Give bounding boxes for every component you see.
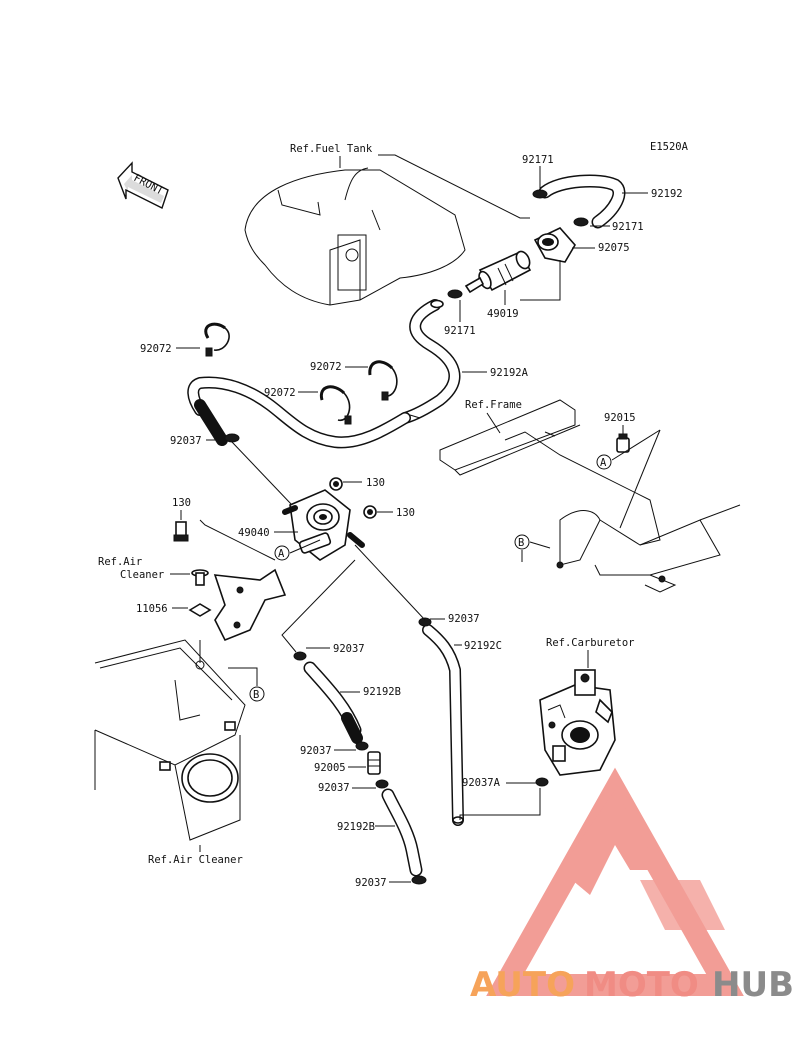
hose-92192A	[399, 299, 461, 424]
clamp-92072-a	[204, 322, 230, 357]
part-92075: 92075	[598, 242, 630, 254]
nut-11056	[188, 603, 212, 617]
ref-air-cleaner-1: Ref.Air	[98, 556, 142, 568]
part-130-c: 130	[172, 497, 191, 509]
clamp-92037-d	[355, 741, 369, 751]
clamp-92072-b	[368, 360, 398, 401]
part-92037-b: 92037	[448, 613, 480, 625]
part-130-a: 130	[366, 477, 385, 489]
ref-carburetor: Ref.Carburetor	[546, 637, 635, 649]
clamp-92171-low	[447, 289, 463, 299]
front-arrow-icon	[117, 161, 169, 209]
marker-a-bracket: A	[278, 548, 285, 560]
clamp-92037A	[535, 777, 549, 787]
part-49040: 49040	[238, 527, 270, 539]
clamp-92072-c	[319, 385, 352, 425]
fuel-cock-49040	[282, 489, 365, 561]
watermark-text-hub: HUB	[712, 965, 794, 1005]
part-92037-e: 92037	[318, 782, 350, 794]
marker-b-air-cleaner: B	[253, 689, 259, 701]
marker-a-frame: A	[600, 457, 607, 469]
clamp-92037-c	[293, 651, 307, 661]
watermark-logo	[486, 767, 744, 996]
part-92037-c: 92037	[333, 643, 365, 655]
fuel-filter-49019	[464, 250, 532, 294]
part-92171-top: 92171	[522, 154, 554, 166]
part-92015: 92015	[604, 412, 636, 424]
part-92192: 92192	[651, 188, 683, 200]
part-92192B-2: 92192B	[337, 821, 375, 833]
part-92192B: 92192B	[363, 686, 401, 698]
bracket-11056	[199, 519, 287, 642]
ref-air-cleaner-2: Cleaner	[120, 569, 164, 581]
bolt-130-a	[329, 477, 343, 491]
bolt-92015	[616, 433, 630, 453]
bolt-air-cleaner	[191, 569, 209, 586]
part-92037A: 92037A	[462, 777, 501, 789]
watermark-text-auto: AUTO	[470, 965, 575, 1005]
part-92037-d: 92037	[300, 745, 332, 757]
bolt-130-c	[173, 521, 189, 542]
part-92005: 92005	[314, 762, 346, 774]
hose-92192B-lower	[381, 788, 423, 877]
part-92037-f: 92037	[355, 877, 387, 889]
clamp-92037-a	[224, 433, 240, 443]
ref-fuel-tank: Ref.Fuel Tank	[290, 143, 373, 155]
frame	[439, 399, 741, 593]
fuel-tank	[244, 167, 466, 306]
hose-92192	[538, 174, 626, 229]
ref-air-cleaner-bottom: Ref.Air Cleaner	[148, 854, 243, 866]
marker-b-frame: B	[518, 537, 524, 549]
hose-92192B	[303, 661, 363, 744]
part-92192A: 92192A	[490, 367, 529, 379]
part-92037-a: 92037	[170, 435, 202, 447]
clamp-92171-top	[532, 189, 548, 199]
part-92192C: 92192C	[464, 640, 502, 652]
part-92171-low: 92171	[444, 325, 476, 337]
watermark-text-moto: MOTO	[584, 965, 699, 1005]
fitting-92005	[367, 751, 381, 775]
hose-upper-left	[187, 376, 421, 449]
ref-frame: Ref.Frame	[465, 399, 522, 411]
part-130-b: 130	[396, 507, 415, 519]
clamp-92171-right	[573, 217, 589, 227]
bolt-130-b	[363, 505, 377, 519]
diagram-code: E1520A	[650, 141, 689, 153]
part-92072-a: 92072	[140, 343, 172, 355]
clamp-92037-f	[411, 875, 427, 885]
air-cleaner-box	[94, 639, 246, 841]
part-49019: 49019	[487, 308, 519, 320]
part-92171-right: 92171	[612, 221, 644, 233]
part-11056: 11056	[136, 603, 168, 615]
part-92072-c: 92072	[264, 387, 296, 399]
carburetor	[539, 669, 616, 776]
clamp-92037-b	[418, 617, 432, 627]
part-92072-b: 92072	[310, 361, 342, 373]
hose-92192C	[422, 624, 464, 826]
clamp-92037-e	[375, 779, 389, 789]
part-92075-body	[533, 227, 576, 263]
